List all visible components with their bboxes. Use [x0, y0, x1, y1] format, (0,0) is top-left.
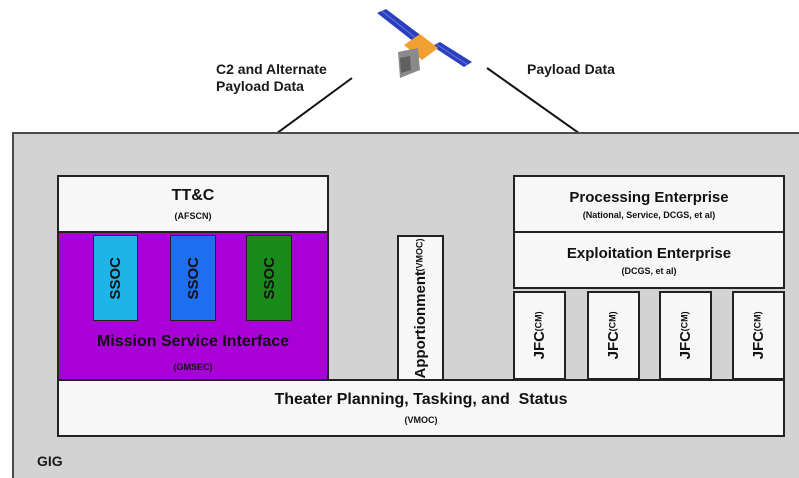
jfc-title: JFC [677, 331, 694, 360]
jfc-box-2: JFC (CM) [587, 291, 640, 380]
ttc-title: TT&C [171, 187, 215, 204]
gig-label: GIG [37, 453, 63, 469]
ssoc-box-3: SSOC [246, 235, 292, 321]
jfc-title: JFC [605, 331, 622, 360]
jfc-subtitle: (CM) [679, 311, 690, 332]
theater-subtitle: (VMOC) [404, 415, 438, 425]
jfc-box-3: JFC (CM) [659, 291, 712, 380]
jfc-title: JFC [531, 331, 548, 360]
ssoc-box-2: SSOC [170, 235, 216, 321]
exploitation-enterprise-box: Exploitation Enterprise (DCGS, et al) [513, 231, 785, 289]
satellite-icon [377, 9, 472, 78]
exploitation-subtitle: (DCGS, et al) [621, 265, 677, 276]
jfc-box-1: JFC (CM) [513, 291, 566, 380]
exploitation-title: Exploitation Enterprise [566, 244, 732, 262]
jfc-subtitle: (CM) [607, 311, 618, 332]
jfc-title: JFC [750, 331, 767, 360]
ttc-box: TT&C (AFSCN) [57, 175, 329, 233]
msi-title: Mission Service Interface [96, 333, 290, 350]
ssoc-label: SSOC [107, 256, 124, 300]
jfc-box-4: JFC (CM) [732, 291, 785, 380]
right-arrow-label: Payload Data [527, 61, 615, 77]
processing-title: Processing Enterprise [569, 188, 729, 206]
theater-planning-box: Theater Planning, Tasking, and Status (V… [57, 379, 785, 437]
msi-subtitle: (GMSEC) [173, 362, 213, 372]
ssoc-label: SSOC [260, 256, 278, 300]
theater-title: Theater Planning, Tasking, and Status [274, 391, 568, 408]
apportionment-subtitle: (VMOC) [414, 237, 425, 271]
apportionment-title: Apportionment [412, 270, 429, 379]
ttc-subtitle: (AFSCN) [174, 211, 212, 221]
apportionment-box: Apportionment (VMOC) [397, 235, 444, 381]
processing-subtitle: (National, Service, DCGS, et al) [582, 209, 716, 220]
left-arrow-label-line1: C2 and Alternate [216, 61, 327, 77]
ssoc-box-1: SSOC [93, 235, 138, 321]
left-arrow-label-line2: Payload Data [216, 78, 304, 94]
ssoc-label: SSOC [184, 256, 202, 300]
processing-enterprise-box: Processing Enterprise (National, Service… [513, 175, 785, 233]
jfc-subtitle: (CM) [533, 311, 544, 332]
jfc-subtitle: (CM) [752, 311, 763, 332]
